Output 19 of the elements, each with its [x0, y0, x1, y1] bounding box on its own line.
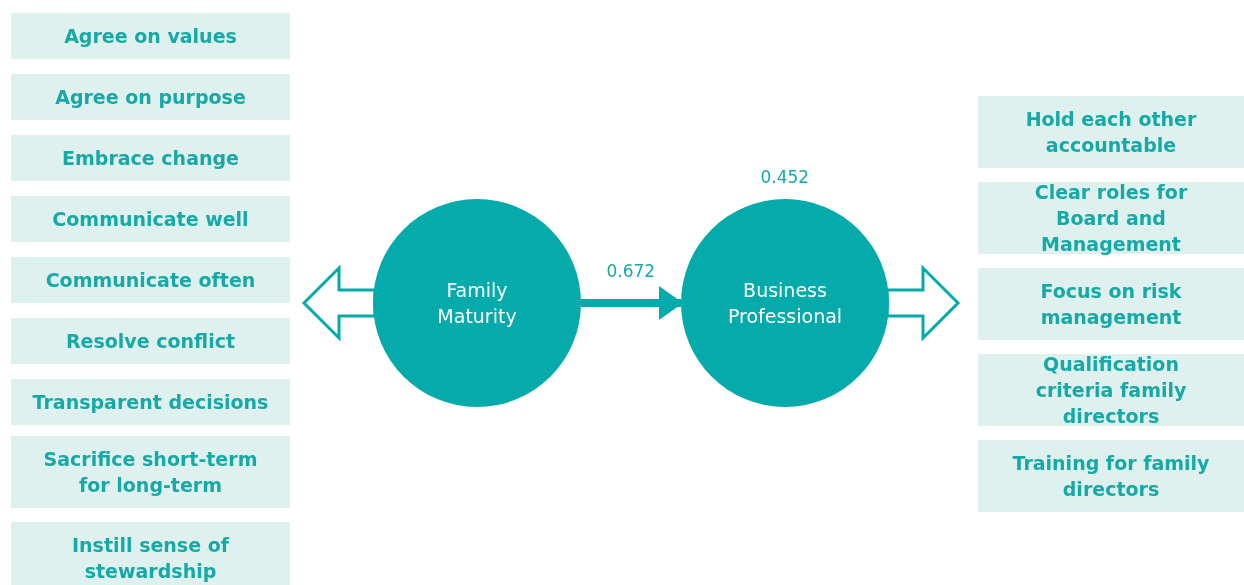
factor-box: Communicate often — [11, 257, 290, 303]
factor-box: Resolve conflict — [11, 318, 290, 364]
factor-box: Communicate well — [11, 196, 290, 242]
factor-box: Clear roles for Board and Management — [978, 182, 1244, 254]
factor-box: Hold each other accountable — [978, 96, 1244, 168]
factor-box: Training for family directors — [978, 440, 1244, 512]
node-label: Business Professional — [726, 278, 844, 329]
factor-box: Transparent decisions — [11, 379, 290, 425]
factor-box: Sacrifice short-term for long-term — [11, 436, 290, 508]
hollow-arrow — [885, 264, 961, 342]
node-label: Family Maturity — [436, 278, 518, 329]
factor-box: Focus on risk management — [978, 268, 1244, 340]
hollow-arrow — [301, 264, 377, 342]
factor-box: Qualification criteria family directors — [978, 354, 1244, 426]
arrow — [581, 286, 683, 320]
factor-box: Agree on values — [11, 13, 290, 59]
factor-box: Instill sense of stewardship — [11, 522, 290, 585]
factor-box: Embrace change — [11, 135, 290, 181]
factor-box: Agree on purpose — [11, 74, 290, 120]
